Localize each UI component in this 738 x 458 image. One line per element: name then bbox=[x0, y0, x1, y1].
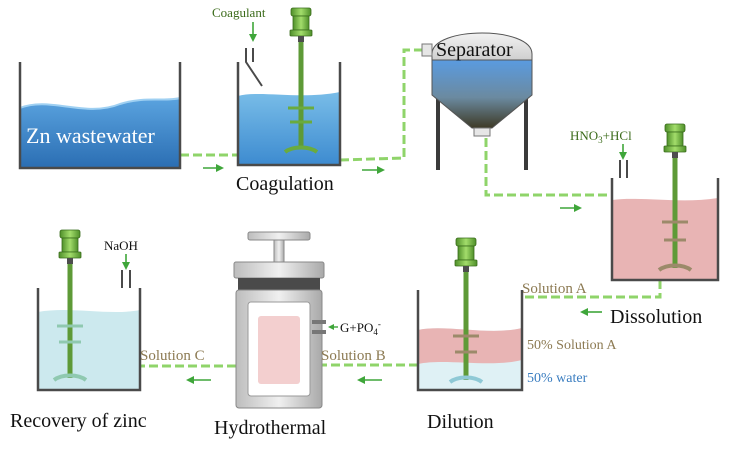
stirrer-motor-icon bbox=[289, 7, 313, 43]
hydrothermal-label: Hydrothermal bbox=[214, 417, 327, 439]
stirrer-motor-icon bbox=[58, 229, 82, 265]
flow-arrows bbox=[186, 164, 602, 384]
arrow-left-icon bbox=[580, 308, 602, 316]
arrow-left-icon bbox=[328, 324, 338, 330]
arrow-left-icon bbox=[186, 376, 211, 384]
recovery-label: Recovery of zinc bbox=[10, 410, 147, 432]
pipe-dissolution-to-dilution bbox=[522, 280, 662, 299]
dilution-tank: 50% Solution A 50% water Dilution bbox=[416, 237, 617, 433]
separator-label: Separator bbox=[436, 39, 513, 61]
wastewater-liquid bbox=[20, 98, 180, 168]
solution-c-label: Solution C bbox=[140, 348, 205, 364]
coagulation-tank: Coagulant Coagulation bbox=[212, 5, 342, 195]
arrow-down-icon bbox=[122, 254, 130, 270]
mixture-lower-label: 50% water bbox=[527, 371, 588, 386]
pipes bbox=[140, 48, 662, 368]
coagulant-inlet bbox=[245, 48, 263, 87]
separator-cone bbox=[431, 59, 533, 129]
stirrer-motor-icon bbox=[454, 237, 478, 273]
wastewater-tank: Zn wastewater bbox=[18, 62, 182, 170]
arrow-down-icon bbox=[619, 144, 627, 160]
stirrer-motor-icon bbox=[663, 123, 687, 159]
coagulation-label: Coagulation bbox=[236, 173, 334, 195]
gpo-label: G+PO4- bbox=[340, 319, 381, 337]
arrow-right-icon bbox=[203, 164, 224, 172]
coagulant-label: Coagulant bbox=[212, 5, 266, 20]
mixture-upper-label: 50% Solution A bbox=[527, 338, 617, 353]
arrow-down-icon bbox=[249, 22, 257, 42]
reactor-liquid bbox=[258, 316, 300, 384]
dilution-label: Dilution bbox=[427, 411, 494, 433]
separator: Separator bbox=[421, 32, 533, 170]
hydrothermal-reactor: G+PO4- Hydrothermal bbox=[214, 231, 381, 439]
solution-b-label: Solution B bbox=[321, 348, 386, 364]
pipe-separator-to-dissolution bbox=[484, 138, 612, 197]
arrow-right-icon bbox=[362, 166, 385, 174]
dilution-upper-layer bbox=[418, 328, 522, 364]
arrow-right-icon bbox=[560, 204, 582, 212]
dissolution-tank: HNO3+HCl Dissolution bbox=[570, 123, 720, 328]
separator-inlet bbox=[421, 43, 433, 57]
arrow-left-icon bbox=[357, 376, 382, 384]
pipe-coagulation-to-separator bbox=[339, 48, 422, 162]
recovery-tank: NaOH Recovery of zinc bbox=[10, 229, 147, 432]
naoh-label: NaOH bbox=[104, 238, 138, 253]
dissolution-label: Dissolution bbox=[610, 306, 702, 328]
wastewater-label: Zn wastewater bbox=[26, 123, 156, 148]
solution-a-label: Solution A bbox=[522, 281, 587, 297]
acid-label: HNO3+HCl bbox=[570, 128, 632, 145]
